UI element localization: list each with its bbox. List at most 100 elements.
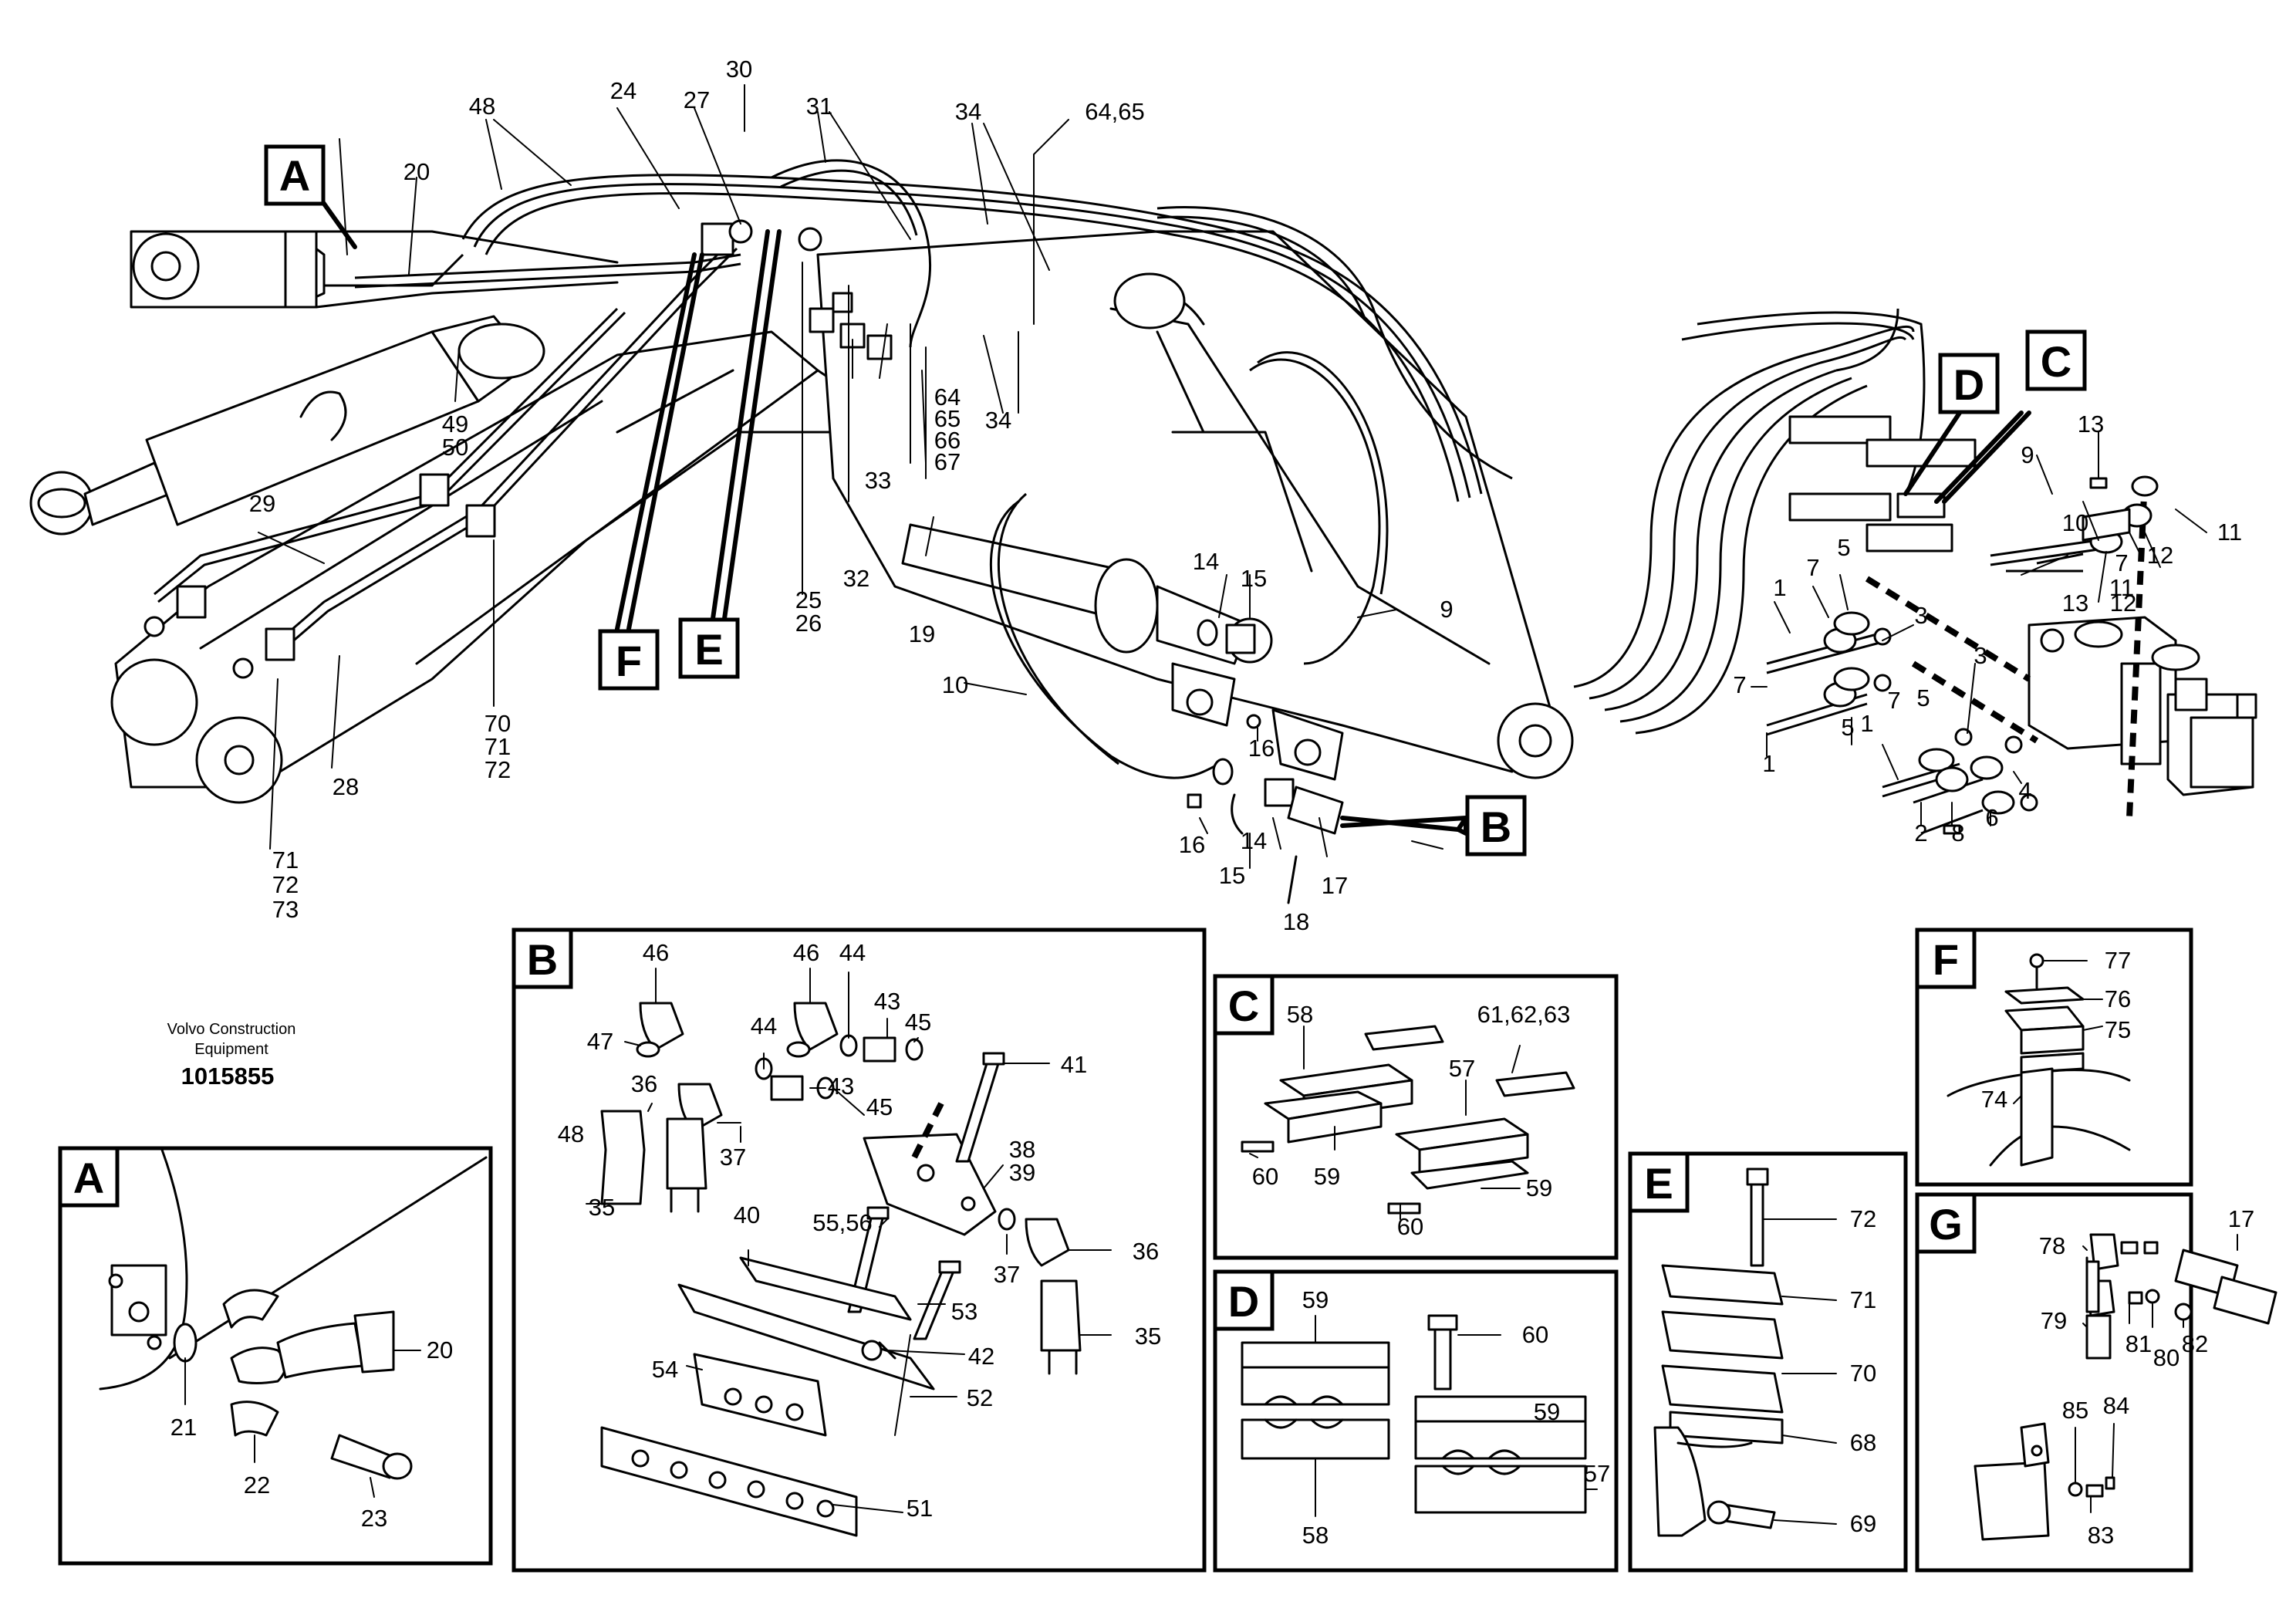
detail-b: B (512, 928, 1207, 1573)
svg-text:A: A (279, 151, 310, 200)
svg-text:72: 72 (1850, 1205, 1876, 1232)
svg-text:51: 51 (907, 1495, 933, 1522)
svg-text:57: 57 (1449, 1055, 1475, 1082)
svg-text:48: 48 (469, 93, 495, 120)
svg-text:64,65: 64,65 (1085, 98, 1145, 125)
svg-text:73: 73 (272, 896, 299, 923)
svg-text:Volvo Construction: Volvo Construction (167, 1021, 296, 1038)
svg-text:39: 39 (1009, 1159, 1035, 1186)
svg-text:40: 40 (734, 1201, 760, 1228)
svg-text:14: 14 (1241, 827, 1267, 854)
svg-text:D: D (1228, 1277, 1259, 1326)
svg-text:16: 16 (1248, 735, 1275, 762)
svg-text:59: 59 (1534, 1398, 1560, 1425)
svg-text:43: 43 (874, 988, 900, 1015)
svg-text:31: 31 (806, 93, 832, 120)
svg-text:8: 8 (1951, 819, 1964, 846)
svg-text:35: 35 (589, 1194, 615, 1221)
arm-structure (816, 230, 1574, 779)
svg-text:30: 30 (726, 56, 752, 83)
svg-text:16: 16 (1179, 831, 1205, 858)
svg-text:5: 5 (1841, 714, 1854, 741)
svg-text:58: 58 (1302, 1522, 1329, 1549)
svg-text:Equipment: Equipment (194, 1041, 268, 1058)
svg-text:7: 7 (2115, 549, 2128, 576)
svg-text:71: 71 (272, 846, 299, 874)
tag-a: A (264, 144, 326, 206)
svg-text:55,56: 55,56 (812, 1209, 873, 1236)
svg-text:60: 60 (1397, 1213, 1423, 1240)
svg-text:7: 7 (1806, 554, 1819, 581)
svg-text:53: 53 (951, 1298, 977, 1325)
cylinder-fittings (1187, 619, 1344, 904)
pointer-d (1903, 411, 1962, 496)
svg-text:43: 43 (828, 1073, 854, 1100)
tag-d: D (1938, 353, 2000, 414)
svg-text:11: 11 (2109, 574, 2134, 601)
svg-text:B: B (527, 935, 558, 984)
pointer-f (626, 252, 704, 631)
svg-text:1015855: 1015855 (181, 1063, 275, 1090)
svg-text:4: 4 (2018, 777, 2031, 804)
detail-d: D 59 60 59 58 57 (1213, 1269, 1619, 1573)
svg-text:9: 9 (1440, 596, 1453, 623)
fitting-cluster (728, 219, 893, 360)
svg-text:34: 34 (955, 98, 981, 125)
leader-lines-valve (1751, 431, 2207, 826)
leader-lines-main (258, 84, 1443, 869)
svg-text:15: 15 (1241, 565, 1267, 592)
main-assembly (29, 84, 1574, 904)
svg-text:46: 46 (643, 939, 669, 966)
svg-text:59: 59 (1526, 1174, 1552, 1201)
svg-text:19: 19 (909, 620, 935, 647)
svg-text:60: 60 (1522, 1321, 1548, 1348)
bolt (144, 616, 165, 637)
pointer-c (1934, 411, 2024, 504)
svg-text:68: 68 (1850, 1429, 1876, 1456)
hose-9 (1249, 358, 1381, 665)
svg-text:37: 37 (720, 1144, 746, 1171)
svg-text:79: 79 (2041, 1307, 2067, 1334)
svg-text:D: D (1953, 360, 1984, 409)
svg-text:1: 1 (1773, 574, 1786, 601)
svg-text:67: 67 (934, 448, 961, 475)
svg-text:81: 81 (2125, 1330, 2152, 1357)
svg-text:10: 10 (2062, 509, 2088, 536)
dashed-connection (1865, 576, 2031, 682)
clamp (465, 504, 496, 538)
svg-text:49: 49 (442, 411, 468, 438)
svg-text:3: 3 (1974, 642, 1987, 669)
svg-text:12: 12 (2110, 590, 2136, 617)
svg-text:71: 71 (1850, 1286, 1876, 1313)
svg-text:5: 5 (1916, 684, 1930, 711)
svg-text:24: 24 (610, 77, 636, 104)
svg-text:E: E (694, 625, 723, 674)
svg-text:21: 21 (171, 1414, 197, 1441)
svg-text:3: 3 (1914, 602, 1927, 629)
svg-text:28: 28 (333, 773, 359, 800)
svg-text:20: 20 (403, 158, 430, 185)
manufacturer-block: Volvo Construction Equipment 1015855 (167, 1021, 296, 1090)
svg-text:59: 59 (1302, 1286, 1329, 1313)
bolt (232, 657, 254, 679)
o-ring (173, 1323, 198, 1363)
tag-f: F (598, 629, 660, 691)
svg-text:46: 46 (793, 939, 819, 966)
svg-text:52: 52 (967, 1384, 993, 1411)
svg-text:33: 33 (865, 467, 891, 494)
svg-text:27: 27 (684, 86, 710, 113)
svg-text:75: 75 (2105, 1016, 2131, 1043)
svg-text:64: 64 (934, 384, 961, 411)
svg-text:38: 38 (1009, 1136, 1035, 1163)
svg-text:32: 32 (843, 565, 869, 592)
svg-text:45: 45 (866, 1093, 893, 1120)
svg-text:9: 9 (2021, 441, 2034, 468)
pointer-e (719, 229, 782, 643)
svg-text:11: 11 (2217, 519, 2242, 546)
svg-text:2: 2 (1914, 819, 1927, 846)
svg-text:36: 36 (1133, 1238, 1159, 1265)
svg-text:22: 22 (244, 1472, 270, 1499)
svg-text:18: 18 (1283, 908, 1309, 935)
detail-f: F 77 76 75 74 (1915, 928, 2193, 1187)
